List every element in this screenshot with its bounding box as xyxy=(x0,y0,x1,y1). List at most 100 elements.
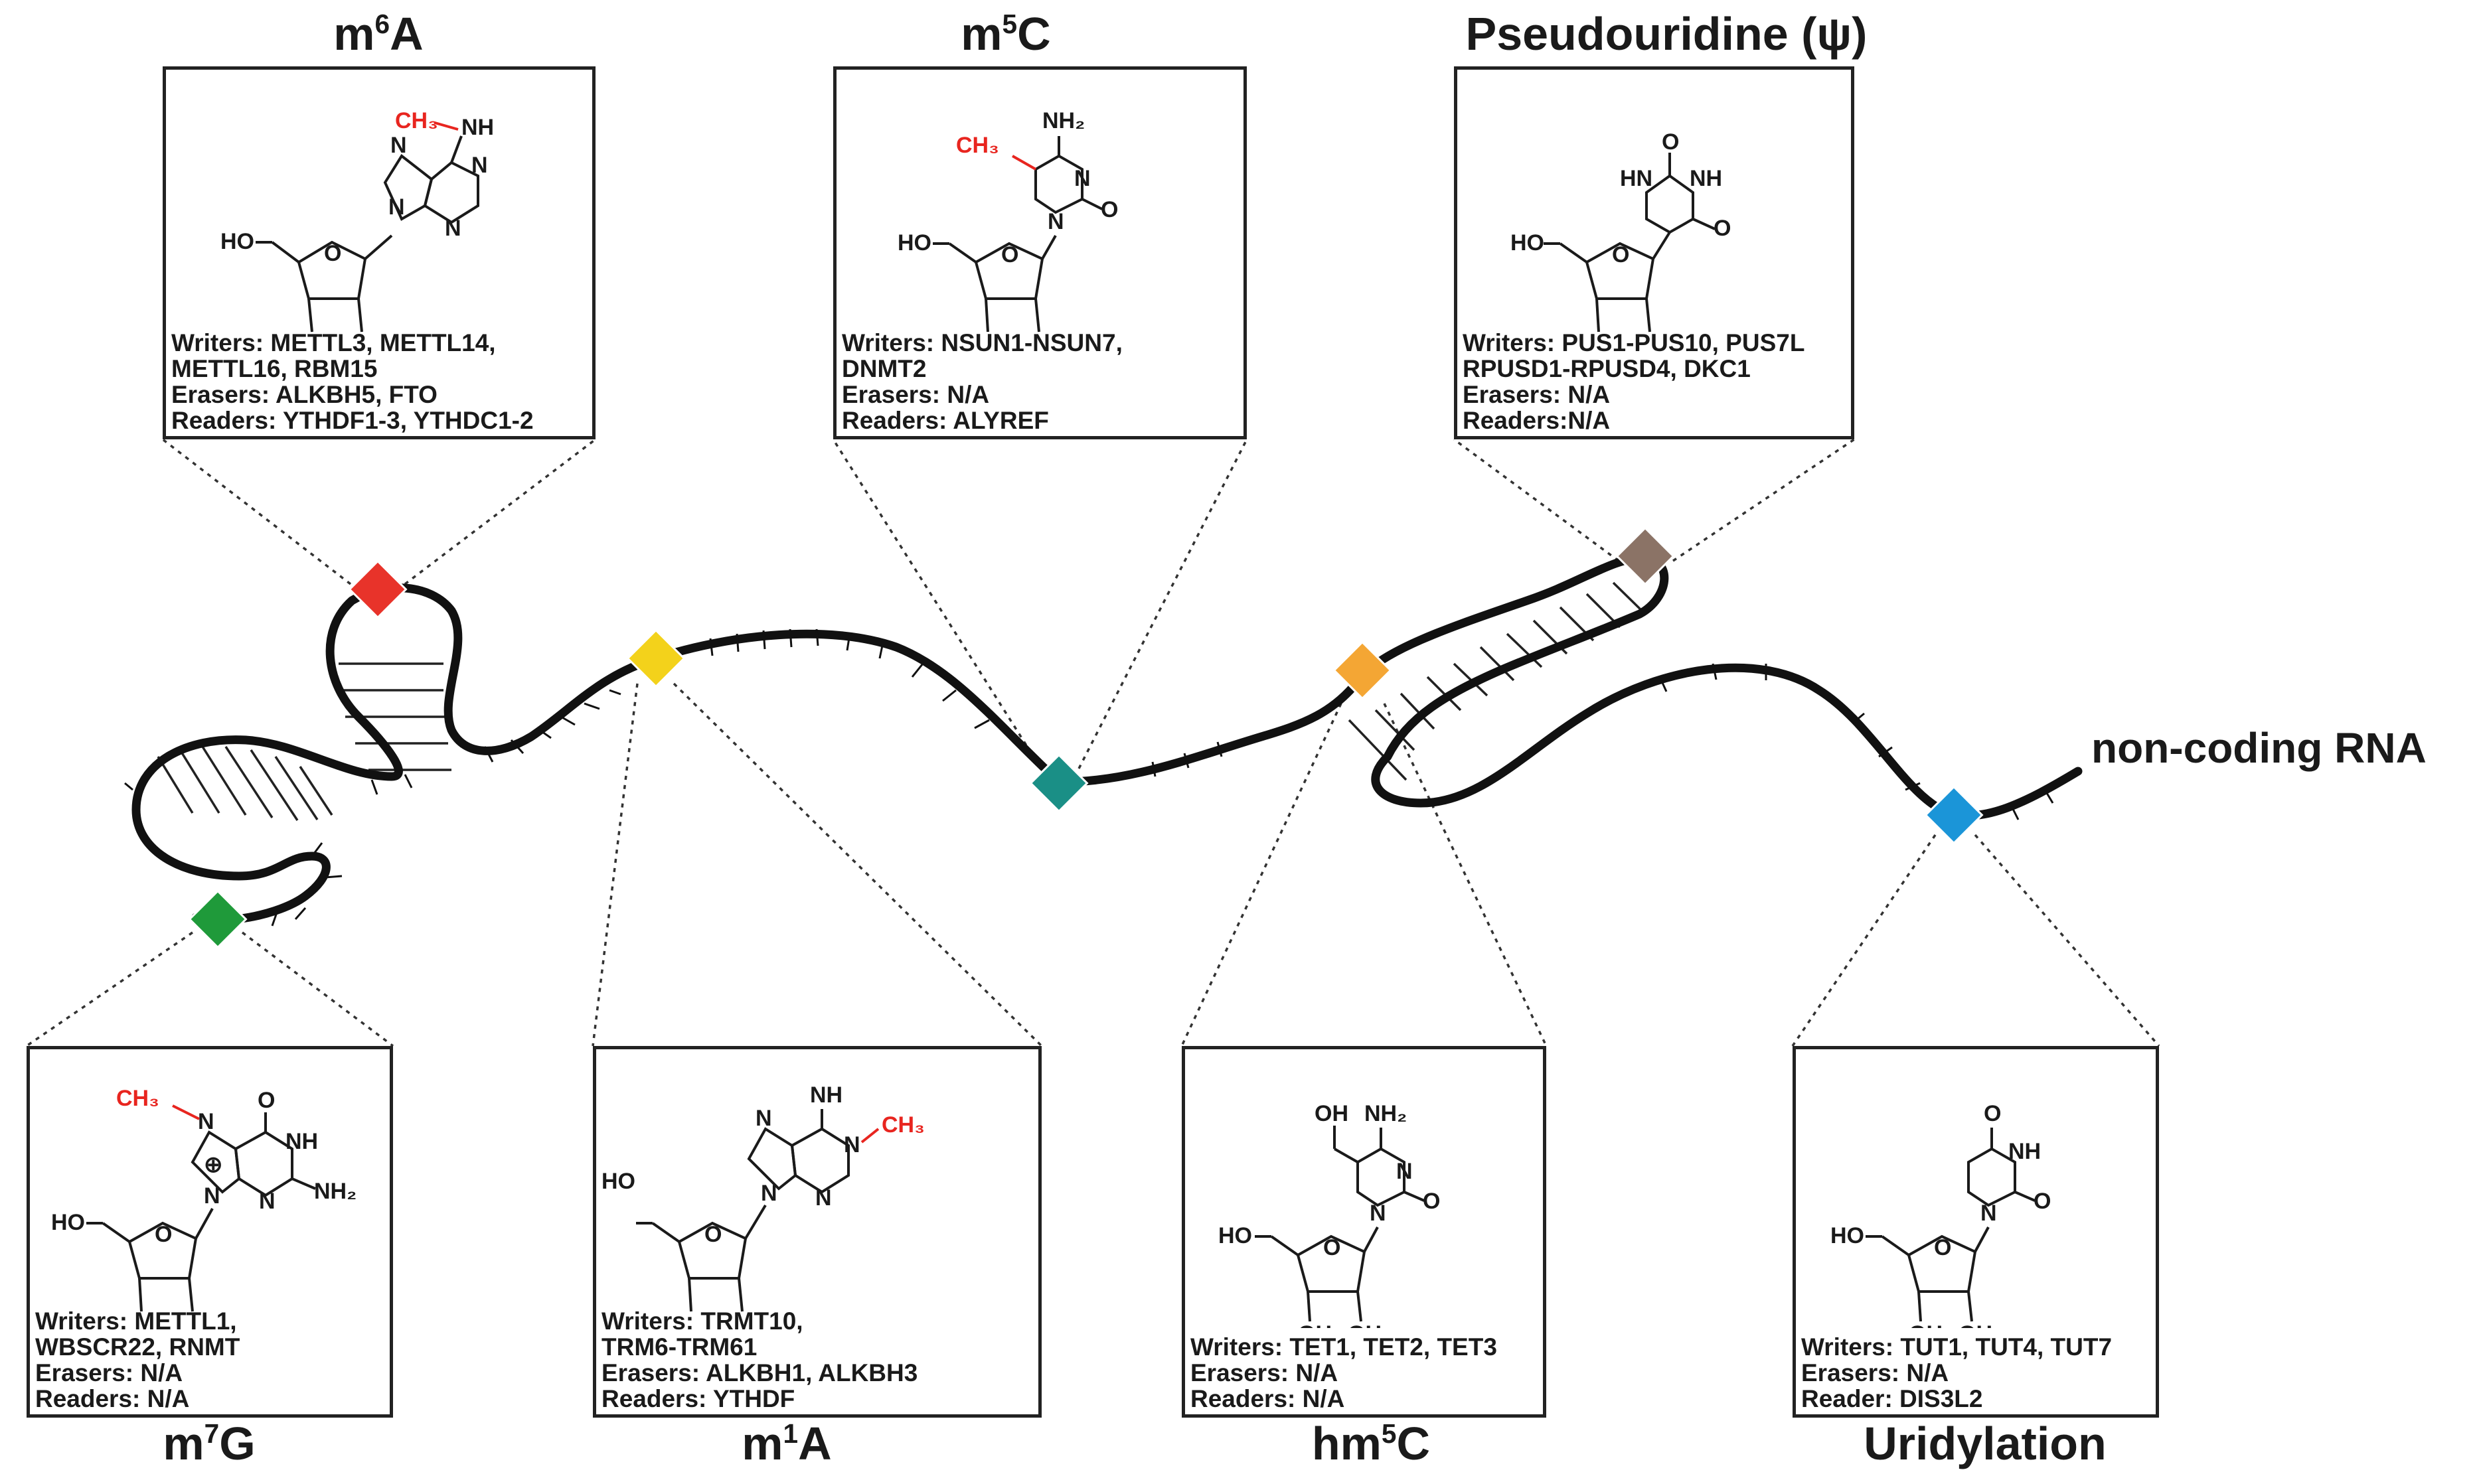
uridylation-info: Writers: TUT1, TUT4, TUT7 Erasers: N/A R… xyxy=(1801,1333,2113,1412)
svg-text:N: N xyxy=(1396,1159,1413,1184)
connector-m6a-left xyxy=(161,438,352,585)
svg-text:HO: HO xyxy=(1830,1223,1864,1248)
svg-text:HO: HO xyxy=(1218,1223,1252,1248)
svg-text:O: O xyxy=(704,1222,722,1247)
svg-text:O: O xyxy=(1934,1235,1951,1260)
marker-uridylation[interactable] xyxy=(1924,785,1984,845)
svg-text:N: N xyxy=(445,216,461,241)
svg-text:OH: OH xyxy=(1637,332,1670,335)
box-m7g: O HO OH OH N N ⊕ NH N O NH₂ CH₃ Writers:… xyxy=(27,1046,393,1418)
svg-text:N: N xyxy=(1074,166,1091,191)
svg-text:O: O xyxy=(1101,197,1118,222)
svg-text:NH: NH xyxy=(2008,1139,2041,1164)
svg-text:N: N xyxy=(198,1109,214,1134)
svg-text:OH: OH xyxy=(302,332,336,335)
connector-m7g-left xyxy=(26,931,193,1047)
svg-text:OH: OH xyxy=(351,332,384,335)
modification-markers xyxy=(188,526,1984,949)
svg-text:OH: OH xyxy=(179,1311,213,1315)
marker-m5c[interactable] xyxy=(1029,753,1089,813)
svg-text:CH₃: CH₃ xyxy=(116,1086,159,1111)
rna-label: non-coding RNA xyxy=(2091,724,2427,772)
connector-urid-right xyxy=(1974,834,2160,1047)
m5c-structure: O HO OH OH N O N NH₂ CH₃ xyxy=(898,108,1118,335)
m1a-info: Writers: TRMT10, TRM6-TRM61 Erasers: ALK… xyxy=(601,1307,918,1412)
box-m5c: O HO OH OH N O N NH₂ CH₃ Writers: NSUN1-… xyxy=(833,66,1247,439)
svg-text:OH: OH xyxy=(1298,1321,1332,1328)
box-m6a: O HO OH OH N N N N NH CH₃ Writers: METTL… xyxy=(163,66,596,439)
box-pseudouridine: O HO OH OH HN NH O O Writers: PUS1-PUS10… xyxy=(1454,66,1854,439)
svg-text:NH: NH xyxy=(810,1082,842,1108)
m7g-structure: O HO OH OH N N ⊕ NH N O NH₂ CH₃ xyxy=(51,1086,357,1315)
marker-m1a[interactable] xyxy=(626,629,686,688)
hm5c-structure: O HO OH OH N O N NH₂ OH xyxy=(1218,1101,1440,1328)
title-m6a: m6A xyxy=(333,8,424,60)
svg-text:OH: OH xyxy=(1348,1321,1382,1328)
marker-m7g[interactable] xyxy=(188,889,248,949)
svg-text:OH: OH xyxy=(976,332,1010,335)
svg-text:HO: HO xyxy=(601,1169,635,1194)
m7g-info: Writers: METTL1, WBSCR22, RNMT Erasers: … xyxy=(35,1307,240,1412)
svg-text:OH: OH xyxy=(679,1311,713,1315)
svg-text:HO: HO xyxy=(898,230,931,256)
connector-m1a-left xyxy=(592,683,639,1047)
svg-text:HO: HO xyxy=(220,229,254,254)
svg-text:O: O xyxy=(1984,1101,2001,1126)
connector-hm5c-right xyxy=(1383,703,1548,1047)
m5c-info: Writers: NSUN1-NSUN7, DNMT2 Erasers: N/A… xyxy=(842,329,1123,434)
title-m7g: m7G xyxy=(163,1418,256,1469)
base-pair-lines xyxy=(157,581,1646,821)
svg-text:OH: OH xyxy=(129,1311,163,1315)
svg-text:O: O xyxy=(1662,129,1679,155)
marker-m6a[interactable] xyxy=(348,559,408,619)
svg-text:O: O xyxy=(258,1088,275,1113)
svg-text:O: O xyxy=(1323,1235,1340,1260)
connector-m6a-right xyxy=(404,438,597,585)
svg-text:OH: OH xyxy=(1959,1321,1992,1328)
svg-text:CH₃: CH₃ xyxy=(956,133,999,158)
pseudouridine-structure: O HO OH OH HN NH O O xyxy=(1510,129,1731,335)
rna-backbone xyxy=(131,553,2083,925)
svg-text:O: O xyxy=(2034,1189,2051,1214)
svg-text:CH₃: CH₃ xyxy=(395,108,438,133)
svg-text:N: N xyxy=(815,1185,832,1211)
marker-hm5c[interactable] xyxy=(1332,640,1392,700)
svg-text:HO: HO xyxy=(51,1210,85,1235)
connector-m7g-right xyxy=(241,931,394,1047)
svg-text:NH: NH xyxy=(285,1129,318,1154)
connector-urid-left xyxy=(1791,834,1937,1047)
connector-psi-left xyxy=(1453,438,1620,562)
title-m1a: m1A xyxy=(742,1418,832,1469)
title-hm5c: hm5C xyxy=(1311,1418,1431,1469)
marker-pseudouridine[interactable] xyxy=(1615,526,1675,586)
svg-text:OH: OH xyxy=(1315,1101,1348,1126)
box-m1a: O HO OH OH N N N N NH CH₃ Writers: TRMT1… xyxy=(593,1046,1042,1418)
svg-text:O: O xyxy=(1001,242,1018,267)
connector-psi-right xyxy=(1672,438,1855,562)
svg-text:⊕: ⊕ xyxy=(204,1152,223,1177)
svg-text:OH: OH xyxy=(729,1311,763,1315)
uridine-structure: O HO OH OH N O NH O xyxy=(1830,1101,2051,1328)
title-uridylation: Uridylation xyxy=(1864,1418,2107,1469)
svg-text:HO: HO xyxy=(1510,230,1544,256)
m6a-structure: O HO OH OH N N N N NH CH₃ xyxy=(220,108,494,335)
svg-text:N: N xyxy=(259,1189,276,1214)
box-hm5c: O HO OH OH N O N NH₂ OH Writers: TET1, T… xyxy=(1182,1046,1546,1418)
svg-text:OH: OH xyxy=(1026,332,1060,335)
svg-text:NH₂: NH₂ xyxy=(314,1179,357,1204)
box-uridylation: O HO OH OH N O NH O Writers: TUT1, TUT4,… xyxy=(1793,1046,2159,1418)
svg-text:N: N xyxy=(471,153,488,178)
svg-text:N: N xyxy=(390,133,407,158)
svg-text:CH₃: CH₃ xyxy=(882,1112,925,1138)
svg-text:HN: HN xyxy=(1620,166,1652,191)
svg-text:OH: OH xyxy=(1587,332,1621,335)
base-ticks xyxy=(124,629,2054,927)
svg-text:O: O xyxy=(1423,1189,1440,1214)
m6a-info: Writers: METTL3, METTL14, METTL16, RBM15… xyxy=(171,329,534,434)
svg-text:O: O xyxy=(324,241,341,266)
m1a-structure: O HO OH OH N N N N NH CH₃ xyxy=(601,1082,925,1315)
svg-text:O: O xyxy=(155,1222,172,1247)
hm5c-info: Writers: TET1, TET2, TET3 Erasers: N/A R… xyxy=(1190,1333,1497,1412)
